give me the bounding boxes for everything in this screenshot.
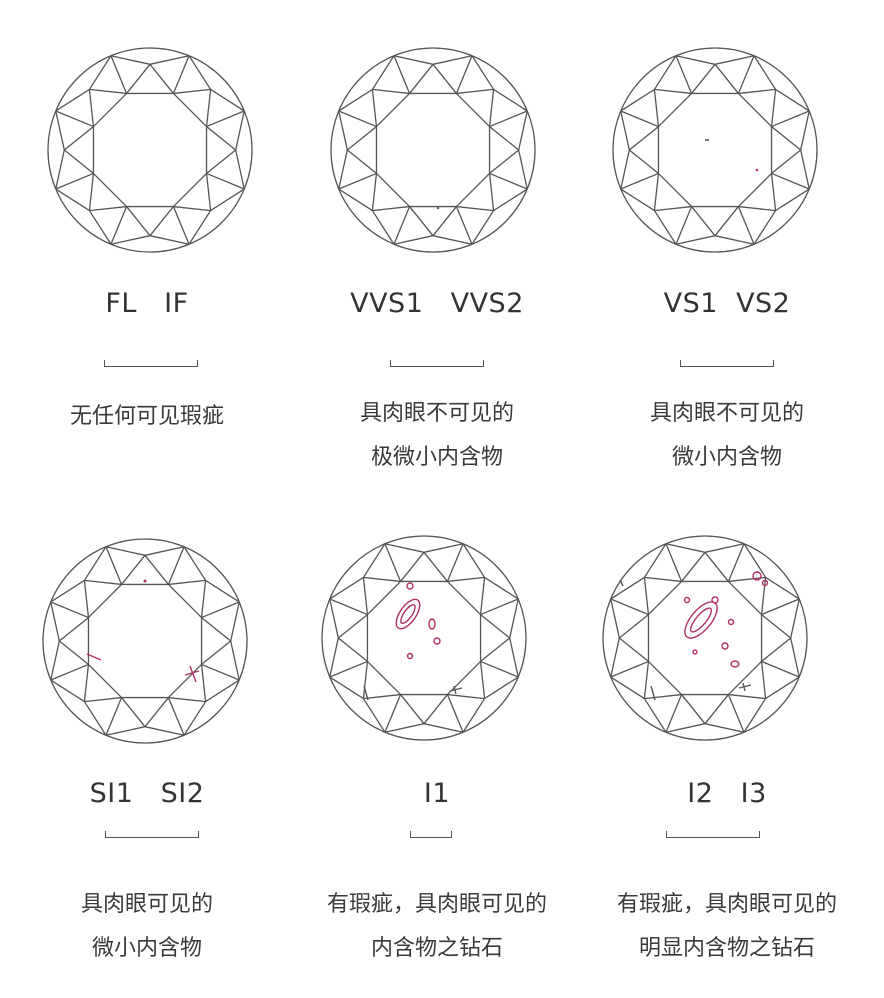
description-line: 极微小内含物 — [370, 445, 503, 470]
bubble-inclusion — [692, 649, 698, 655]
girdle-outline — [602, 535, 808, 741]
crystal-inclusion — [395, 598, 421, 630]
description-line: 具肉眼不可见的 — [359, 401, 514, 426]
diamond-facet-lines — [47, 47, 253, 253]
table-facet — [657, 92, 773, 208]
bubble-inclusion — [721, 642, 729, 650]
diamond-facet-lines — [330, 47, 536, 253]
clarity-grade-label: I2 I3 — [687, 778, 767, 809]
diamond-illustration — [330, 47, 536, 253]
feather-inclusion — [363, 685, 369, 701]
diamond-facet-lines — [42, 538, 248, 744]
clarity-grade-cell: I1 有瑕疵，具肉眼可见的内含物之钻石 — [290, 488, 584, 988]
feather-inclusion — [86, 653, 102, 661]
clarity-grade-description: 有瑕疵，具肉眼可见的内含物之钻石 — [290, 883, 584, 971]
table-facet — [647, 580, 763, 696]
tiny-inclusion — [755, 168, 759, 172]
diamond-illustration — [42, 538, 248, 744]
description-line: 具肉眼可见的 — [80, 892, 213, 917]
diamond-facet-lines — [612, 47, 818, 253]
table-facet — [366, 580, 482, 696]
description-line: 具肉眼不可见的 — [649, 401, 804, 426]
bubble-inclusion — [433, 637, 441, 645]
clarity-grade-description: 有瑕疵，具肉眼可见的明显内含物之钻石 — [580, 883, 874, 971]
clarity-grade-label: VS1 VS2 — [663, 288, 791, 319]
description-line: 有瑕疵，具肉眼可见的 — [326, 892, 547, 917]
description-line: 无任何可见瑕疵 — [69, 404, 224, 429]
crystal-inclusion — [684, 601, 718, 639]
clarity-grade-label: SI1 SI2 — [89, 778, 205, 809]
description-line: 有瑕疵，具肉眼可见的 — [616, 892, 837, 917]
feather-inclusion — [184, 665, 200, 683]
clarity-grade-description: 具肉眼不可见的微小内含物 — [580, 392, 874, 480]
grade-bracket — [105, 831, 199, 838]
tiny-inclusion — [436, 206, 440, 210]
bubble-inclusion — [727, 618, 735, 626]
clarity-grade-description: 无任何可见瑕疵 — [0, 395, 294, 439]
description-line: 微小内含物 — [91, 936, 202, 961]
feather-inclusion — [619, 579, 624, 587]
grade-bracket — [390, 360, 484, 367]
bubble-inclusion — [752, 571, 762, 581]
description-line: 明显内含物之钻石 — [638, 936, 815, 961]
inclusion-marks — [363, 582, 463, 701]
bubble-inclusion — [730, 660, 740, 668]
diamond-illustration — [612, 47, 818, 253]
bubble-inclusion — [406, 582, 414, 590]
clarity-grade-description: 具肉眼可见的微小内含物 — [0, 883, 294, 971]
clarity-grade-cell: VVS1 VVS2 具肉眼不可见的极微小内含物 — [290, 0, 584, 500]
table-facet — [375, 92, 491, 208]
inclusion-marks — [705, 139, 759, 172]
clarity-grade-label: VVS1 VVS2 — [350, 288, 524, 319]
girdle-outline — [330, 47, 536, 253]
feather-inclusion — [738, 682, 752, 692]
description-line: 内含物之钻石 — [370, 936, 503, 961]
crystal-inclusion — [689, 607, 713, 633]
bubble-inclusion — [406, 652, 414, 660]
table-facet — [92, 92, 208, 208]
clarity-grade-label: FL IF — [105, 288, 189, 319]
girdle-outline — [321, 535, 527, 741]
inclusion-marks — [86, 579, 200, 683]
diamond-illustration — [321, 535, 527, 741]
clarity-grade-cell: VS1 VS2 具肉眼不可见的微小内含物 — [580, 0, 874, 500]
girdle-outline — [612, 47, 818, 253]
table-facet — [87, 583, 203, 699]
grade-bracket — [666, 831, 760, 838]
girdle-outline — [42, 538, 248, 744]
bubble-inclusion — [428, 618, 436, 630]
diamond-facet-lines — [321, 535, 527, 741]
diamond-facet-lines — [602, 535, 808, 741]
clarity-grade-cell: I2 I3 有瑕疵，具肉眼可见的明显内含物之钻石 — [580, 488, 874, 988]
girdle-outline — [47, 47, 253, 253]
grade-bracket — [410, 831, 452, 838]
clarity-grade-description: 具肉眼不可见的极微小内含物 — [290, 392, 584, 480]
inclusion-marks — [436, 206, 440, 210]
clarity-grade-label: I1 — [423, 778, 451, 809]
bubble-inclusion — [683, 596, 691, 604]
grade-bracket — [104, 360, 198, 367]
clarity-grade-cell: SI1 SI2 具肉眼可见的微小内含物 — [0, 488, 294, 988]
clarity-grade-cell: FL IF 无任何可见瑕疵 — [0, 0, 294, 500]
pinpoint-inclusion — [143, 579, 147, 583]
diamond-illustration — [47, 47, 253, 253]
bubble-inclusion — [761, 579, 769, 587]
description-line: 微小内含物 — [671, 445, 782, 470]
feather-inclusion — [650, 685, 656, 701]
bubble-inclusion — [711, 596, 719, 604]
diamond-illustration — [602, 535, 808, 741]
inclusion-marks — [619, 571, 769, 701]
feather-inclusion — [449, 685, 463, 695]
grade-bracket — [680, 360, 774, 367]
crystal-inclusion — [400, 604, 416, 624]
